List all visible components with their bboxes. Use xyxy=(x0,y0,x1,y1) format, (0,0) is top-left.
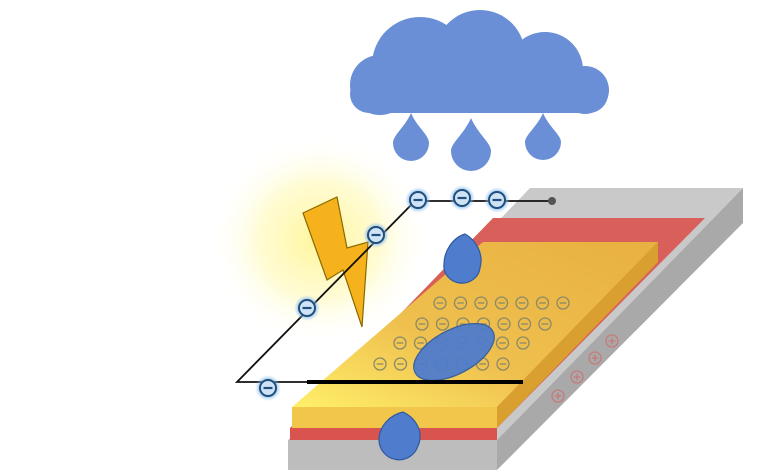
negative-charge xyxy=(494,296,509,310)
negative-charge xyxy=(415,317,429,331)
negative-charge xyxy=(453,296,468,310)
rain-drop xyxy=(393,113,429,161)
positive-charge xyxy=(570,370,584,384)
negative-charge xyxy=(474,296,488,310)
rain-drop xyxy=(451,118,491,171)
negative-charge xyxy=(538,317,552,331)
negative-charge xyxy=(496,357,510,371)
water-droplet-spread xyxy=(413,323,495,381)
water-droplet-top xyxy=(443,233,482,284)
positive-charge xyxy=(605,334,619,348)
electron-icon xyxy=(453,189,471,207)
negative-charge xyxy=(516,336,530,350)
negative-charge xyxy=(556,296,570,310)
electron-icon xyxy=(488,191,506,209)
negative-charge xyxy=(413,336,428,350)
negative-charge xyxy=(373,357,387,371)
negative-charge xyxy=(435,317,450,331)
negative-charge xyxy=(433,296,447,310)
positive-charge xyxy=(588,351,602,365)
rain-drops xyxy=(393,113,561,171)
positive-charges xyxy=(551,334,619,403)
negative-charge xyxy=(495,336,510,350)
electron-icon xyxy=(367,226,385,244)
wire-electrons xyxy=(255,185,510,401)
negative-charge xyxy=(497,317,511,331)
negative-charge xyxy=(535,296,550,310)
negative-charge xyxy=(393,357,408,371)
positive-charge xyxy=(551,389,565,403)
wire-terminal xyxy=(548,197,556,205)
electron-icon xyxy=(298,299,316,317)
electron-icon xyxy=(259,379,277,397)
negative-charge xyxy=(515,296,529,310)
electron-icon xyxy=(409,191,427,209)
lightning-bolt-icon xyxy=(302,196,369,328)
negative-charge xyxy=(393,336,407,350)
external-circuit-wire xyxy=(234,197,556,384)
rain-drop xyxy=(525,113,561,160)
rain-cloud xyxy=(350,10,609,115)
negative-charge xyxy=(517,317,532,331)
water-droplet-bottom xyxy=(378,411,421,461)
